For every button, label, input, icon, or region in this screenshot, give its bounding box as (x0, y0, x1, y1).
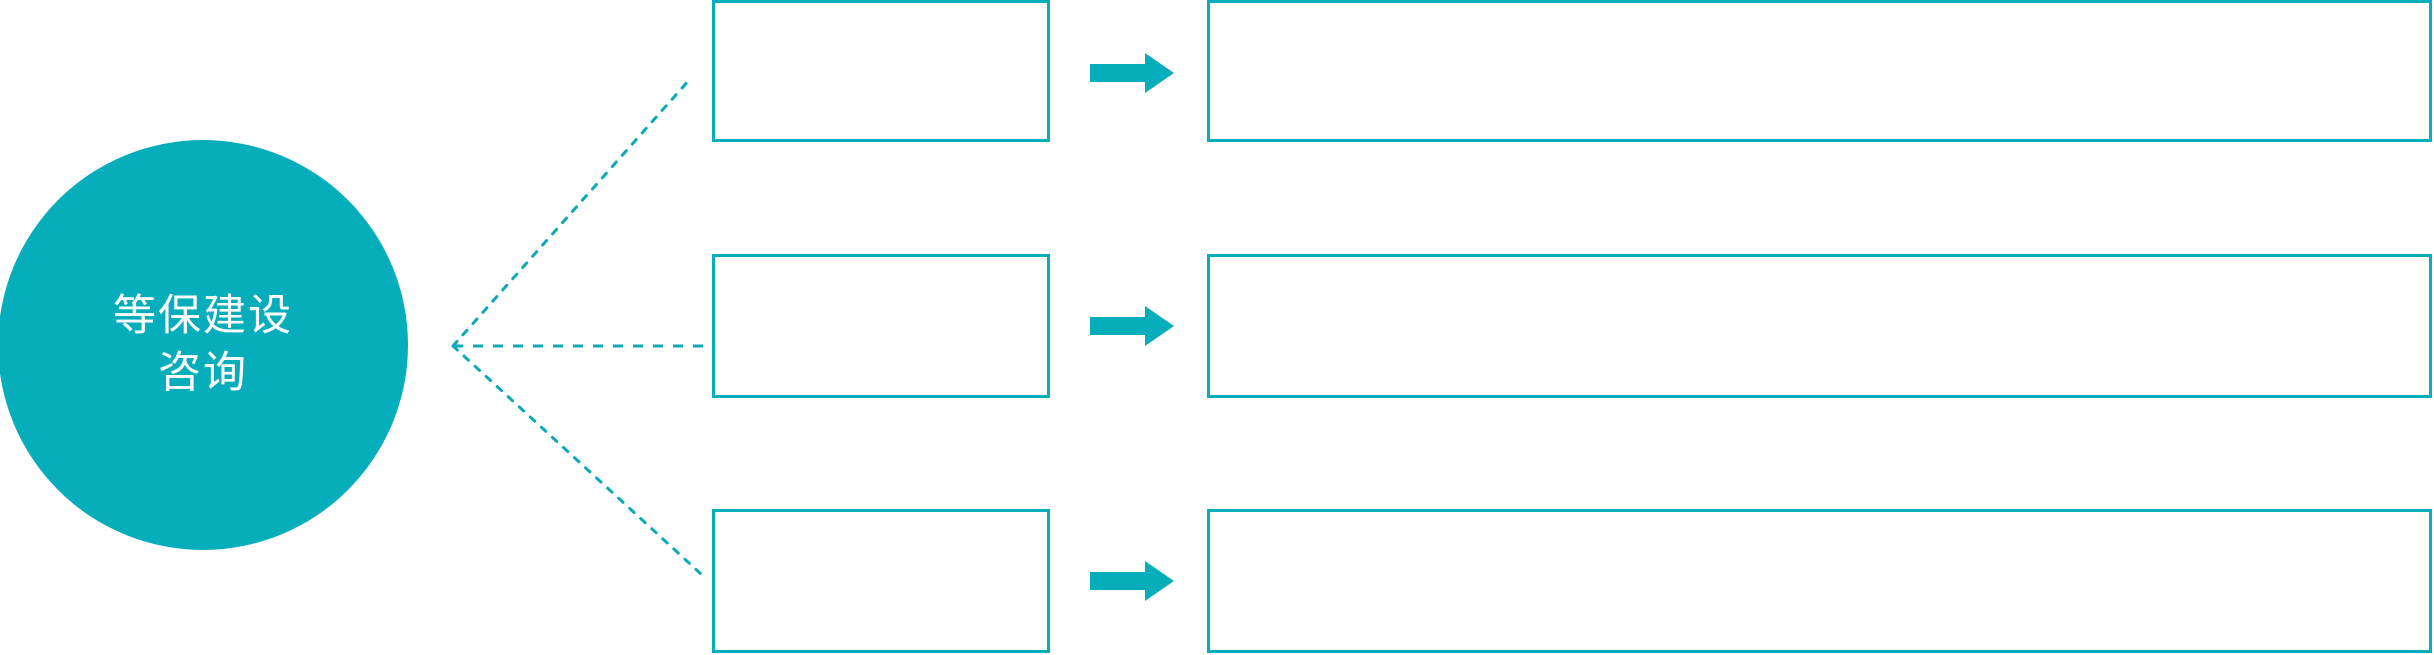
detail-box-2[interactable] (1207, 254, 2432, 398)
right-arrow-icon-3 (1090, 561, 1174, 601)
hub-circle[interactable]: 等保建设 咨询 (0, 140, 408, 550)
detail-box-3[interactable] (1207, 509, 2432, 653)
hub-title-line-2: 咨询 (158, 349, 248, 397)
hub-title-line-1: 等保建设 (113, 292, 293, 341)
stage-box-2[interactable] (712, 254, 1050, 398)
right-arrow-icon-2 (1090, 306, 1174, 346)
detail-box-1[interactable] (1207, 0, 2432, 142)
process-row-3 (0, 509, 2434, 653)
right-arrow-icon-1 (1090, 53, 1174, 93)
stage-box-3[interactable] (712, 509, 1050, 653)
process-row-2 (0, 254, 2434, 398)
process-row-1 (0, 0, 2434, 142)
stage-box-1[interactable] (712, 0, 1050, 142)
